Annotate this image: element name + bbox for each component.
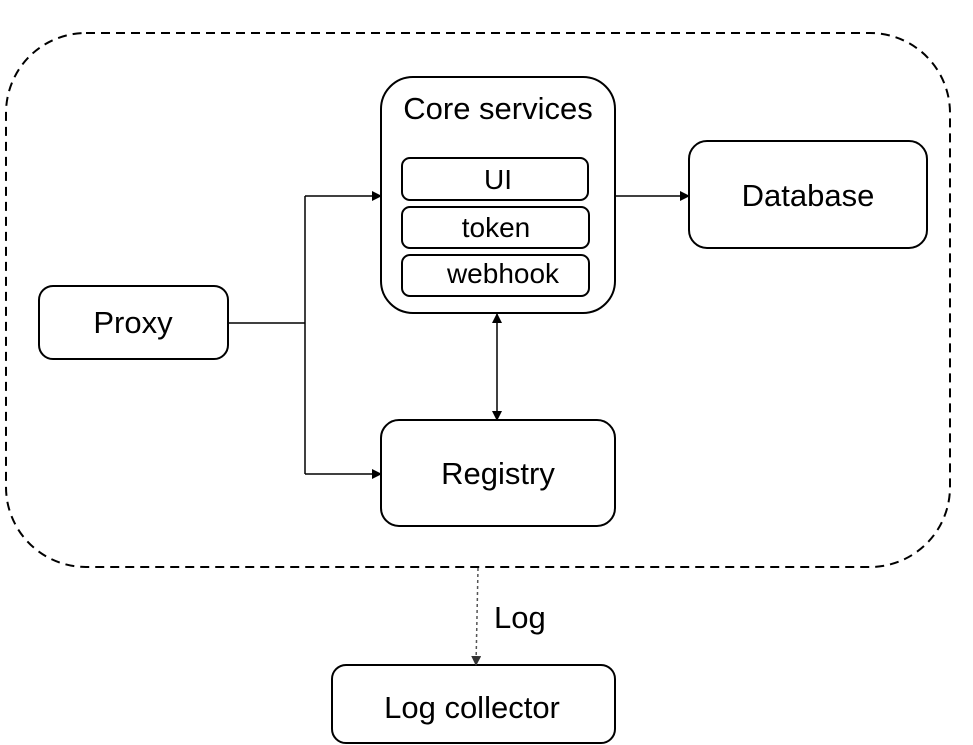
- core-services-label: Core services: [403, 91, 593, 126]
- webhook-component-label: webhook: [446, 258, 560, 289]
- system-boundary: [5, 32, 951, 568]
- database-label: Database: [742, 178, 875, 213]
- token-component[interactable]: token: [401, 206, 590, 249]
- log-edge-label: Log: [494, 600, 546, 635]
- registry-node[interactable]: Registry: [380, 419, 616, 527]
- webhook-component[interactable]: webhook: [401, 254, 590, 297]
- token-component-label: token: [462, 212, 531, 243]
- ui-component[interactable]: UI: [401, 157, 589, 201]
- edge-log-to-log-collector: [471, 567, 482, 666]
- proxy-label: Proxy: [93, 305, 173, 340]
- log-collector-label: Log collector: [384, 690, 560, 725]
- database-node[interactable]: Database: [688, 140, 928, 249]
- registry-label: Registry: [441, 456, 555, 491]
- log-collector-node[interactable]: Log collector: [331, 664, 616, 744]
- ui-component-label: UI: [484, 164, 512, 195]
- proxy-node[interactable]: Proxy: [38, 285, 229, 360]
